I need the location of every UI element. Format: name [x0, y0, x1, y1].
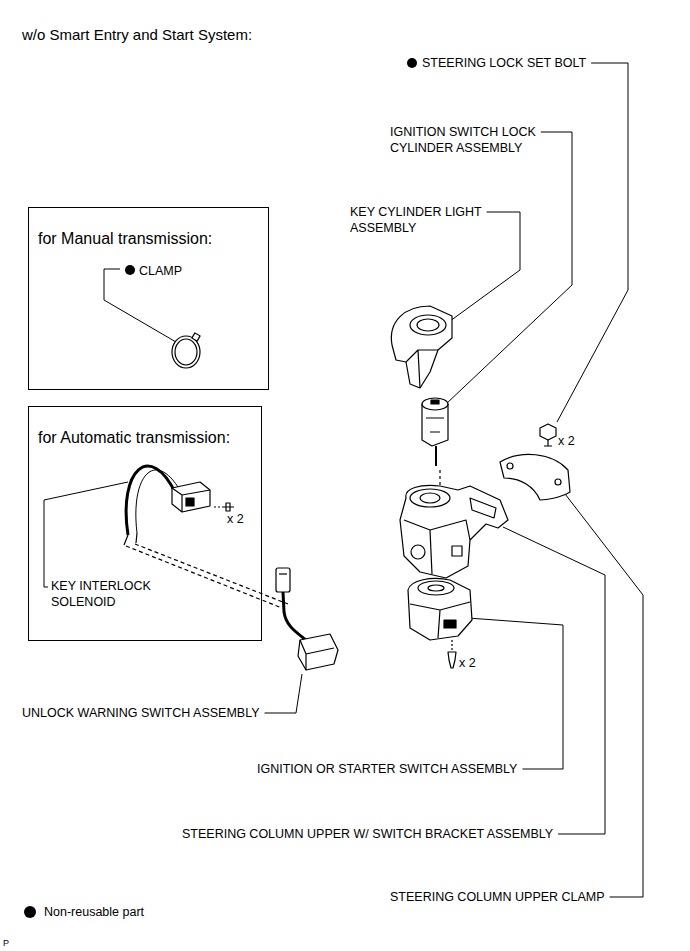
box-heading: for Automatic transmission: [38, 428, 230, 448]
steering-lock-bolt [540, 424, 556, 446]
part-name: STEERING COLUMN UPPER CLAMP [390, 889, 605, 905]
quantity-label: x 2 [558, 433, 575, 449]
part-name: IGNITION SWITCH LOCK CYLINDER ASSEMBLY [390, 124, 562, 156]
leader-line [446, 212, 520, 324]
legend-text: Non-reusable part [44, 904, 144, 920]
switch-bracket-assembly [400, 486, 508, 579]
leader-line [557, 63, 628, 422]
box-heading: for Manual transmission: [38, 229, 212, 249]
dashed-connection [126, 546, 282, 608]
quantity-label: x 2 [459, 655, 476, 671]
clamp-ring [172, 333, 200, 368]
figure-code: P [3, 938, 9, 949]
heading: w/o Smart Entry and Start System: [22, 26, 252, 44]
lock-cylinder [422, 398, 448, 466]
leader-line [44, 482, 128, 587]
leader-line [562, 490, 643, 897]
leader-line [468, 618, 563, 769]
part-name: IGNITION OR STARTER SWITCH ASSEMBLY [257, 761, 517, 777]
dashed-connection [135, 544, 288, 604]
leader-line [503, 527, 605, 834]
key-interlock-solenoid [124, 466, 234, 545]
key-cylinder-light [391, 306, 452, 388]
legend-dot [24, 906, 36, 918]
part-name: CLAMP [139, 263, 182, 279]
part-name: UNLOCK WARNING SWITCH ASSEMBLY [22, 705, 260, 721]
part-name: KEY CYLINDER LIGHT ASSEMBLY [350, 204, 502, 236]
part-name: STEERING LOCK SET BOLT [422, 55, 586, 71]
screw [448, 640, 456, 668]
ignition-switch [408, 578, 472, 640]
leader-line [104, 269, 176, 342]
variant-box: for Automatic transmission: KEY INTERLOCK… [28, 406, 262, 641]
non-reusable-dot [125, 265, 135, 275]
steering-column-clamp [500, 454, 570, 500]
leader-lines [44, 63, 643, 897]
leader-line [446, 132, 572, 404]
part-name: KEY INTERLOCK SOLENOID [51, 578, 169, 610]
leader-line [265, 674, 302, 713]
part-name: STEERING COLUMN UPPER W/ SWITCH BRACKET … [182, 826, 553, 842]
non-reusable-dot [407, 58, 417, 68]
variant-box: for Manual transmission: CLAMP [28, 207, 269, 390]
unlock-warning-switch [276, 568, 338, 670]
quantity-label: x 2 [227, 511, 244, 527]
